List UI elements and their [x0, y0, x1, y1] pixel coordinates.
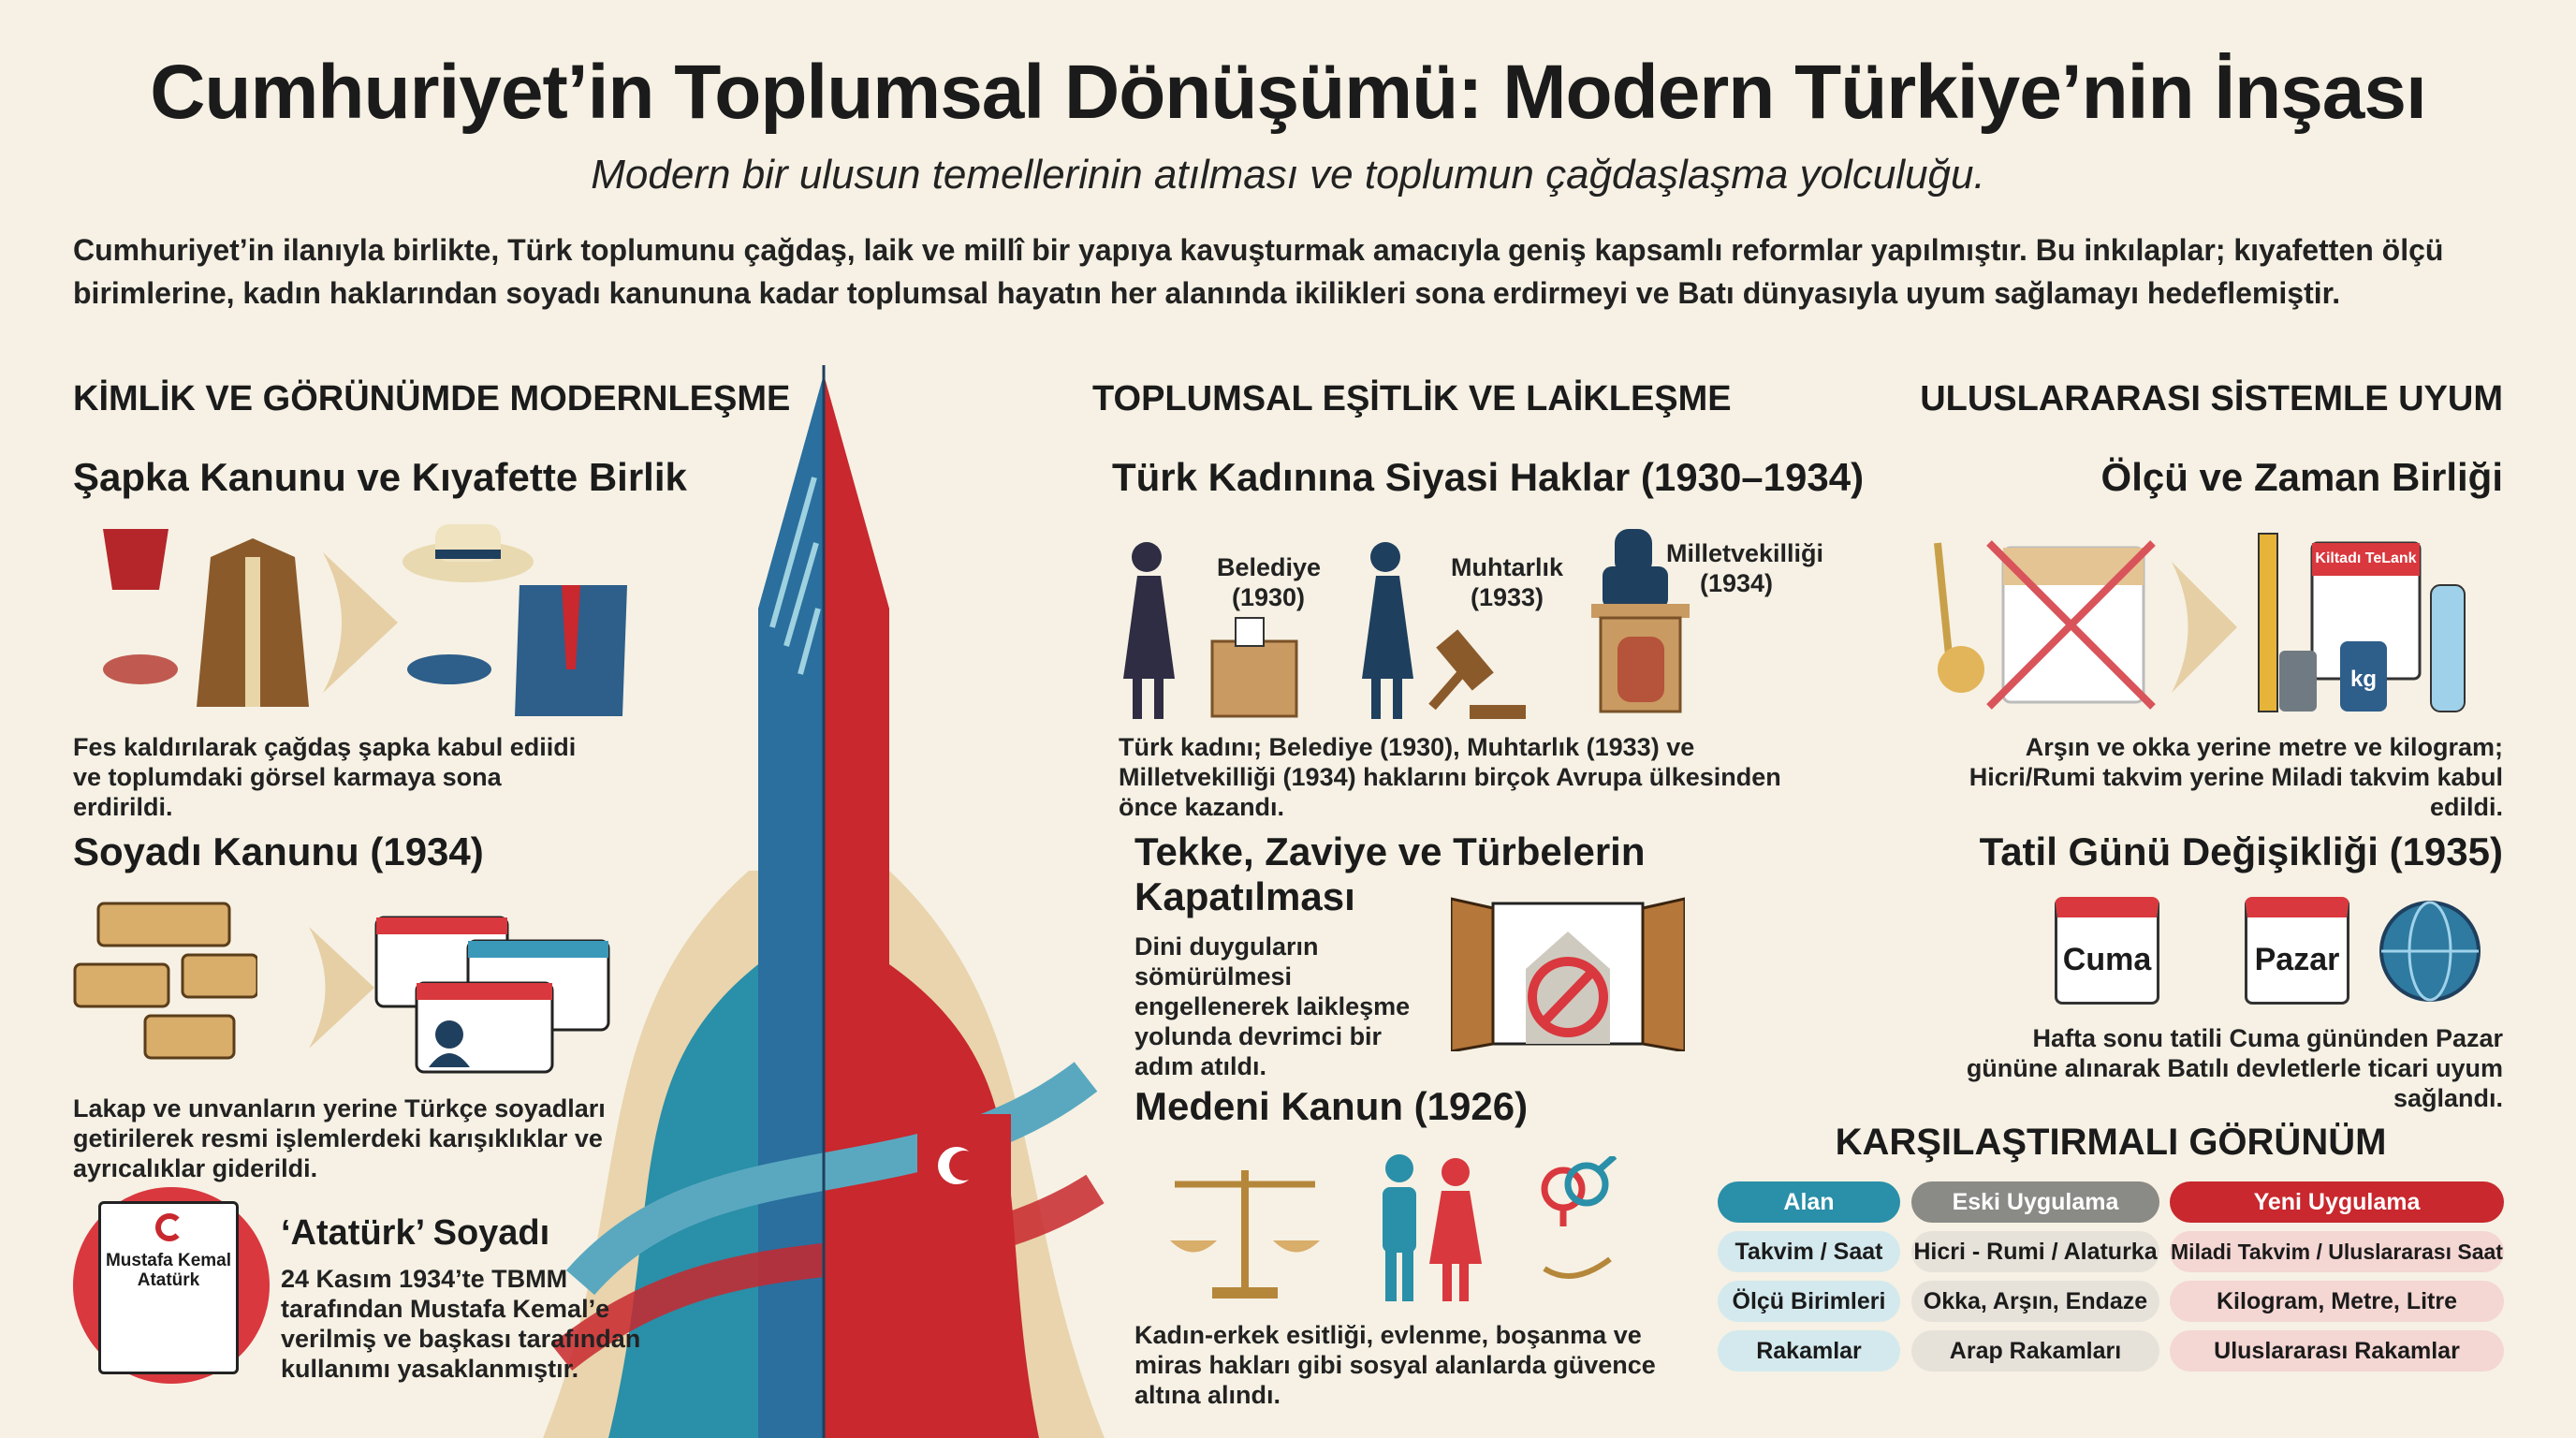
table-cell: Arap Rakamları	[1911, 1330, 2159, 1372]
label-name: Milletvekilliği	[1666, 539, 1824, 567]
units-text: Arşın ve okka yerine metre ve kilogram; …	[1969, 733, 2503, 821]
women-rights-heading: Türk Kadınına Siyasi Haklar (1930–1934)	[1112, 455, 1865, 499]
ataturk-document-icon: Mustafa Kemal Atatürk	[98, 1201, 239, 1374]
table-cell: Rakamlar	[1718, 1330, 1900, 1372]
man-woman-icon	[1383, 1154, 1482, 1301]
section-title-identity: KİMLİK VE GÖRÜNÜMDE MODERNLEŞME	[73, 379, 791, 418]
page-subtitle: Modern bir ulusun temellerinin atılması …	[591, 152, 1985, 198]
label-year: (1930)	[1231, 583, 1306, 611]
podium-icon	[1591, 529, 1690, 713]
section-title-equality: TOPLUMSAL EŞİTLİK VE LAİKLEŞME	[1092, 379, 1732, 418]
globe-icon	[2379, 901, 2481, 1002]
calendar-label: Kiltadı TeLank	[2315, 550, 2417, 566]
label-year: (1933)	[1470, 583, 1544, 611]
arrow-icon	[309, 927, 374, 1049]
milletvekilligi-label: Milletvekilliği(1934)	[1666, 538, 1824, 598]
arrow-icon	[323, 552, 398, 693]
woman-voting-icon	[1123, 542, 1298, 719]
tekke-text: Dini duyguların sömürülmesi engellenerek…	[1134, 932, 1411, 1080]
closed-shrine-door-icon	[1451, 897, 1685, 1051]
table-cell: Takvim / Saat	[1718, 1231, 1900, 1272]
old-measures-calendar-crossed-icon	[1934, 540, 2156, 710]
surname-law-heading: Soyadı Kanunu (1934)	[73, 829, 484, 873]
holiday-heading: Tatil Günü Değişikliği (1935)	[1979, 829, 2503, 873]
woman-gavel-icon	[1362, 542, 1526, 719]
hat-law-text: Fes kaldırılarak çağdaş şapka kabul edii…	[73, 733, 577, 821]
modern-measures-icon	[2258, 533, 2466, 712]
tekke-heading: Tekke, Zaviye ve Türbelerin Kapatılması	[1134, 829, 1646, 918]
label-name: Muhtarlık	[1450, 553, 1563, 581]
belediye-label: Belediye(1930)	[1217, 552, 1322, 612]
women-rights-text: Türk kadını; Belediye (1930), Muhtarlık …	[1119, 733, 1781, 821]
table-cell: Miladi Takvim / Uluslararası Saat	[2170, 1231, 2504, 1272]
fez-and-robe-icon	[103, 529, 309, 707]
surname-law-text: Lakap ve unvanların yerine Türkçe soyadl…	[73, 1094, 606, 1182]
column-header-area: Alan	[1718, 1181, 1900, 1223]
crescent-icon	[155, 1213, 183, 1241]
table-cell: Ölçü Birimleri	[1718, 1281, 1900, 1322]
units-heading: Ölçü ve Zaman Birliği	[2100, 455, 2503, 499]
label-year: (1934)	[1699, 569, 1774, 597]
column-header-old: Eski Uygulama	[1911, 1181, 2159, 1223]
kg-label: kg	[2349, 667, 2377, 692]
arabic-title-plaques-icon	[73, 902, 257, 1060]
table-cell: Hicri - Rumi / Alaturka	[1911, 1231, 2159, 1272]
table-cell: Kilogram, Metre, Litre	[2170, 1281, 2504, 1322]
gender-equality-icon	[1541, 1156, 1617, 1279]
intro-paragraph: Cumhuriyet’in ilanıyla birlikte, Türk to…	[73, 233, 2444, 310]
muhtarlik-label: Muhtarlık(1933)	[1446, 552, 1568, 612]
label-name: Belediye	[1217, 553, 1322, 581]
ataturk-surname-heading: ‘Atatürk’ Soyadı	[281, 1213, 550, 1253]
friday-calendar-icon: Cuma	[2055, 897, 2159, 1005]
arrow-icon	[2172, 562, 2237, 693]
sunday-calendar-icon: Pazar	[2245, 897, 2349, 1005]
civil-code-text: Kadın-erkek esitliği, evlenme, boşanma v…	[1134, 1321, 1656, 1409]
comparison-heading: KARŞILAŞTIRMALI GÖRÜNÜM	[1835, 1122, 2387, 1163]
page-title: Cumhuriyet’in Toplumsal Dönüşümü: Modern…	[150, 50, 2427, 135]
section-title-international: ULUSLARARASI SİSTEMLE UYUM	[1920, 379, 2503, 418]
holiday-text: Hafta sonu tatili Cuma gününden Pazar gü…	[1966, 1024, 2503, 1112]
ataturk-surname-text: 24 Kasım 1934’te TBMM tarafından Mustafa…	[281, 1265, 641, 1383]
table-cell: Uluslararası Rakamlar	[2170, 1330, 2504, 1372]
civil-code-heading: Medeni Kanun (1926)	[1134, 1084, 1529, 1128]
republic-tower-illustration	[543, 365, 1105, 1438]
ataturk-document-text: Mustafa Kemal Atatürk	[105, 1251, 232, 1290]
column-header-new: Yeni Uygulama	[2170, 1181, 2504, 1223]
table-cell: Okka, Arşın, Endaze	[1911, 1281, 2159, 1322]
hat-and-suit-icon	[402, 524, 627, 716]
hat-law-heading: Şapka Kanunu ve Kıyafette Birlik	[73, 455, 687, 499]
scales-of-justice-icon	[1170, 1170, 1320, 1299]
id-cards-icon	[374, 916, 610, 1074]
